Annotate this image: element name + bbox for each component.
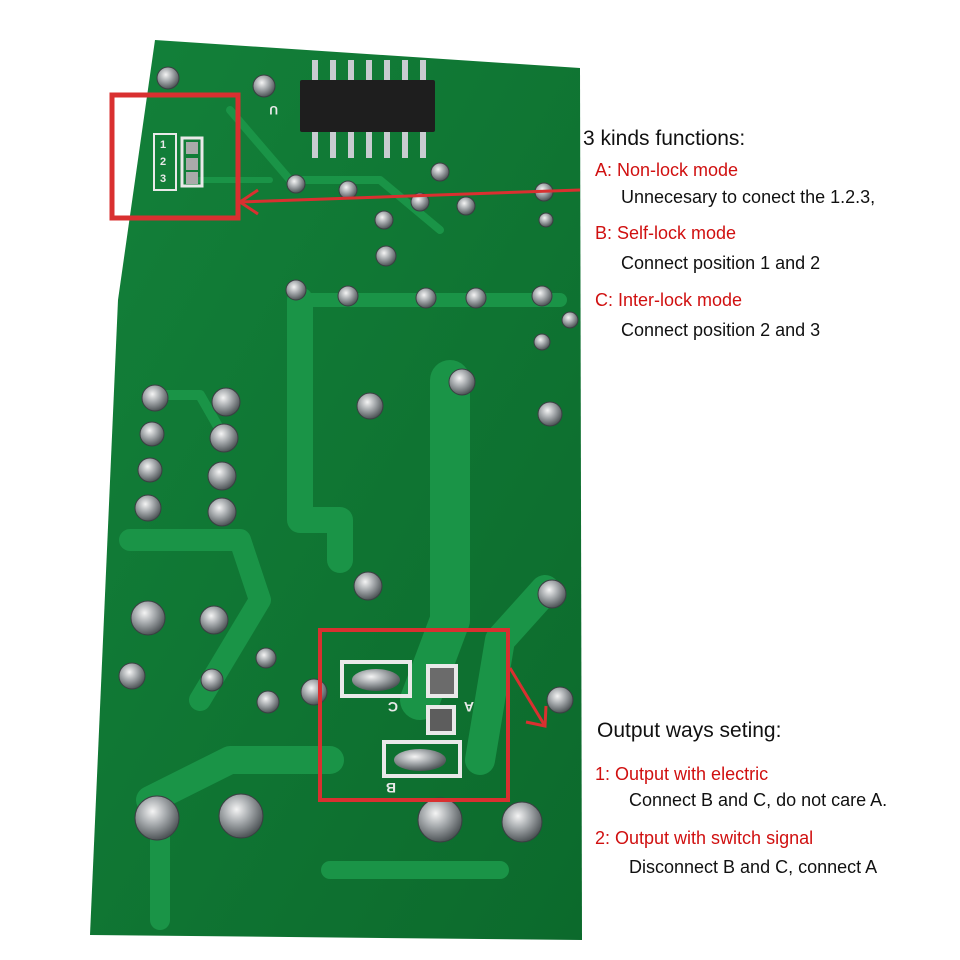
solder-joints bbox=[118, 66, 579, 843]
svg-text:A: A bbox=[35, 694, 82, 758]
mode-b-label: B: Self-lock mode bbox=[595, 223, 737, 243]
pad-marker-c: C bbox=[388, 699, 398, 715]
ic-chip bbox=[300, 60, 435, 158]
output-2-label: 2: Output with switch signal bbox=[595, 828, 814, 848]
output-1-label: 1: Output with electric bbox=[595, 764, 769, 784]
pcb-board bbox=[90, 40, 582, 940]
mode-jumper-highlight bbox=[109, 92, 241, 221]
output-1-desc: Connect B and C, do not care A. bbox=[629, 790, 888, 810]
svg-text:Co.,Ltd: Co.,Ltd bbox=[640, 312, 888, 385]
mode-a-desc: Unnecesary to conect the 1.2.3, bbox=[621, 187, 876, 207]
svg-text:A: A bbox=[55, 262, 108, 335]
output-jumper-highlight bbox=[318, 628, 510, 802]
watermark: A Co.,Ltd o.,Ltd A bbox=[35, 262, 888, 758]
chip-marker-u: U bbox=[269, 103, 278, 117]
jumper-label-3: 3 bbox=[160, 173, 166, 185]
pcb-traces bbox=[119, 106, 567, 930]
jumper-pads-mode bbox=[153, 133, 204, 191]
output-heading: Output ways seting: bbox=[597, 719, 782, 742]
mode-c-label: C: Inter-lock mode bbox=[595, 290, 743, 310]
arrow-to-modes bbox=[237, 188, 581, 216]
output-2-desc: Disconnect B and C, connect A bbox=[629, 857, 878, 877]
jumper-labels: 1 2 3 bbox=[160, 139, 166, 185]
mode-b-desc: Connect position 1 and 2 bbox=[621, 253, 821, 273]
svg-text:o.,Ltd: o.,Ltd bbox=[600, 524, 773, 588]
jumper-label-2: 2 bbox=[160, 156, 166, 168]
pad-marker-a: A bbox=[464, 699, 474, 715]
arrow-to-output bbox=[508, 667, 548, 728]
mode-a-label: A: Non-lock mode bbox=[595, 160, 739, 180]
jumper-label-1: 1 bbox=[160, 139, 166, 151]
functions-heading: 3 kinds functions: bbox=[583, 127, 746, 150]
jumper-pads-output bbox=[340, 660, 462, 778]
pad-marker-b: B bbox=[386, 780, 396, 796]
mode-c-desc: Connect position 2 and 3 bbox=[621, 320, 821, 340]
